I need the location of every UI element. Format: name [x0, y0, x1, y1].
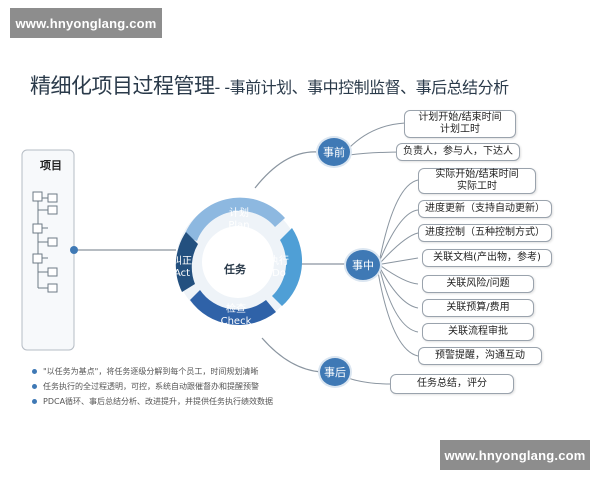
- during-box-2: 进度更新（支持自动更新）: [418, 200, 552, 218]
- during-box-6: 关联预算/费用: [422, 299, 534, 317]
- title-main: 精细化项目过程管理: [30, 74, 215, 98]
- bullet-text-3: PDCA循环、事后总结分析、改进提升，并提供任务执行绩效数据: [43, 397, 274, 406]
- before-box-2: 负责人，参与人，下达人: [396, 143, 520, 161]
- bullet-dot: [32, 369, 37, 374]
- cycle-act-label: 纠正 Act: [168, 256, 196, 280]
- act-cn: 纠正: [172, 256, 192, 267]
- tree-connector-dot: [70, 246, 78, 254]
- before-box-1: 计划开始/结束时间 计划工时: [404, 110, 516, 138]
- plan-en: Plan: [228, 220, 250, 231]
- phase-after-node: 事后: [320, 358, 350, 386]
- before-box-1-line2: 计划工时: [440, 124, 480, 135]
- during-box-1-line2: 实际工时: [457, 181, 497, 192]
- cycle-plan-segment: [184, 197, 285, 241]
- project-tree-nodes: [32, 191, 58, 293]
- do-en: Do: [272, 268, 286, 279]
- do-cn: 执行: [269, 256, 289, 267]
- watermark-bottom: www.hnyonglang.com: [440, 440, 590, 470]
- pdca-cycle: [175, 197, 303, 325]
- bullet-list: "以任务为基点"，将任务逐级分解到每个员工，时间规划清晰 任务执行的全过程透明，…: [32, 364, 273, 409]
- page-title: 精细化项目过程管理- -事前计划、事中控制监督、事后总结分析: [30, 70, 509, 100]
- cycle-center-label: 任务: [224, 263, 246, 276]
- project-tree-frame: [21, 149, 75, 351]
- plan-cn: 计划: [229, 208, 249, 219]
- check-cn: 检查: [226, 304, 246, 315]
- bullet-text-2: 任务执行的全过程透明，可控，系统自动跟催督办和提醒预警: [43, 382, 259, 391]
- phase-connectors: [254, 151, 346, 373]
- during-box-1: 实际开始/结束时间 实际工时: [418, 168, 536, 194]
- phase-before-node: 事前: [318, 138, 350, 166]
- during-box-4: 关联文档(产出物，参考): [422, 249, 552, 267]
- before-box-1-line1: 计划开始/结束时间: [418, 112, 502, 123]
- cycle-check-segment: [190, 290, 276, 325]
- cycle-act-segment: [175, 232, 198, 292]
- after-box-1: 任务总结，评分: [390, 374, 514, 394]
- bullet-text-1: "以任务为基点"，将任务逐级分解到每个员工，时间规划清晰: [43, 367, 259, 376]
- bullet-item-2: 任务执行的全过程透明，可控，系统自动跟催督办和提醒预警: [32, 379, 273, 394]
- cycle-check-label: 检查 Check: [216, 304, 256, 328]
- check-en: Check: [220, 316, 252, 327]
- during-box-3: 进度控制（五种控制方式）: [418, 224, 552, 242]
- cycle-plan-label: 计划 Plan: [222, 208, 256, 232]
- during-box-1-line1: 实际开始/结束时间: [435, 169, 519, 180]
- phase-during-node: 事中: [346, 250, 380, 280]
- during-box-8: 预警提醒，沟通互动: [418, 347, 542, 365]
- during-box-5: 关联风险/问题: [422, 275, 534, 293]
- cycle-do-segment: [272, 228, 303, 306]
- bullet-dot: [32, 384, 37, 389]
- during-box-7: 关联流程审批: [422, 323, 534, 341]
- act-en: Act: [173, 268, 191, 279]
- cycle-center: [202, 226, 274, 298]
- bullet-item-3: PDCA循环、事后总结分析、改进提升，并提供任务执行绩效数据: [32, 394, 273, 409]
- project-label: 项目: [40, 159, 62, 172]
- bullet-dot: [32, 399, 37, 404]
- title-sub: - -事前计划、事中控制监督、事后总结分析: [214, 78, 510, 97]
- bullet-item-1: "以任务为基点"，将任务逐级分解到每个员工，时间规划清晰: [32, 364, 273, 379]
- watermark-top: www.hnyonglang.com: [10, 8, 162, 38]
- cycle-do-label: 执行 Do: [266, 256, 292, 280]
